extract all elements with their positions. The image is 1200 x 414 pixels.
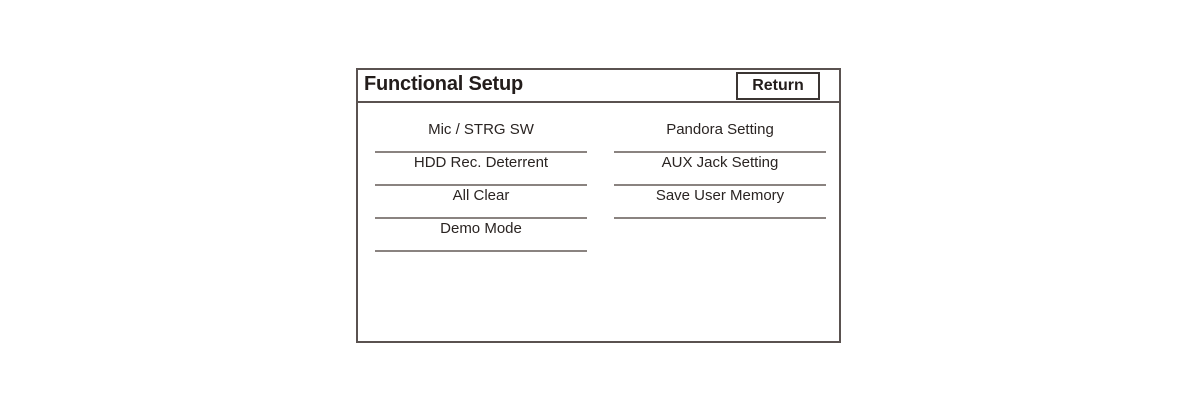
functional-setup-screen: Functional Setup Return Mic / STRG SW HD…	[356, 68, 841, 343]
screen-header: Functional Setup Return	[358, 70, 839, 103]
menu-item-pandora-setting[interactable]: Pandora Setting	[614, 120, 826, 153]
return-button[interactable]: Return	[736, 72, 820, 100]
menu-column-right: Pandora Setting AUX Jack Setting Save Us…	[614, 120, 826, 341]
page-title: Functional Setup	[364, 73, 524, 95]
menu-item-label: HDD Rec. Deterrent	[413, 154, 549, 171]
menu-item-demo-mode[interactable]: Demo Mode	[375, 219, 587, 252]
return-button-label: Return	[752, 77, 804, 94]
menu-item-mic-strg-sw[interactable]: Mic / STRG SW	[375, 120, 587, 153]
menu-body: Mic / STRG SW HDD Rec. Deterrent All Cle…	[358, 103, 839, 341]
menu-item-save-user-memory[interactable]: Save User Memory	[614, 186, 826, 219]
menu-item-label: All Clear	[452, 187, 510, 204]
menu-column-left: Mic / STRG SW HDD Rec. Deterrent All Cle…	[375, 120, 587, 341]
menu-item-label: Mic / STRG SW	[428, 121, 534, 138]
menu-item-label: Save User Memory	[655, 187, 785, 204]
menu-item-label: AUX Jack Setting	[661, 154, 779, 171]
menu-item-label: Pandora Setting	[666, 121, 774, 138]
menu-item-aux-jack-setting[interactable]: AUX Jack Setting	[614, 153, 826, 186]
menu-item-all-clear[interactable]: All Clear	[375, 186, 587, 219]
menu-item-label: Demo Mode	[440, 220, 522, 237]
menu-item-hdd-rec-deterrent[interactable]: HDD Rec. Deterrent	[375, 153, 587, 186]
